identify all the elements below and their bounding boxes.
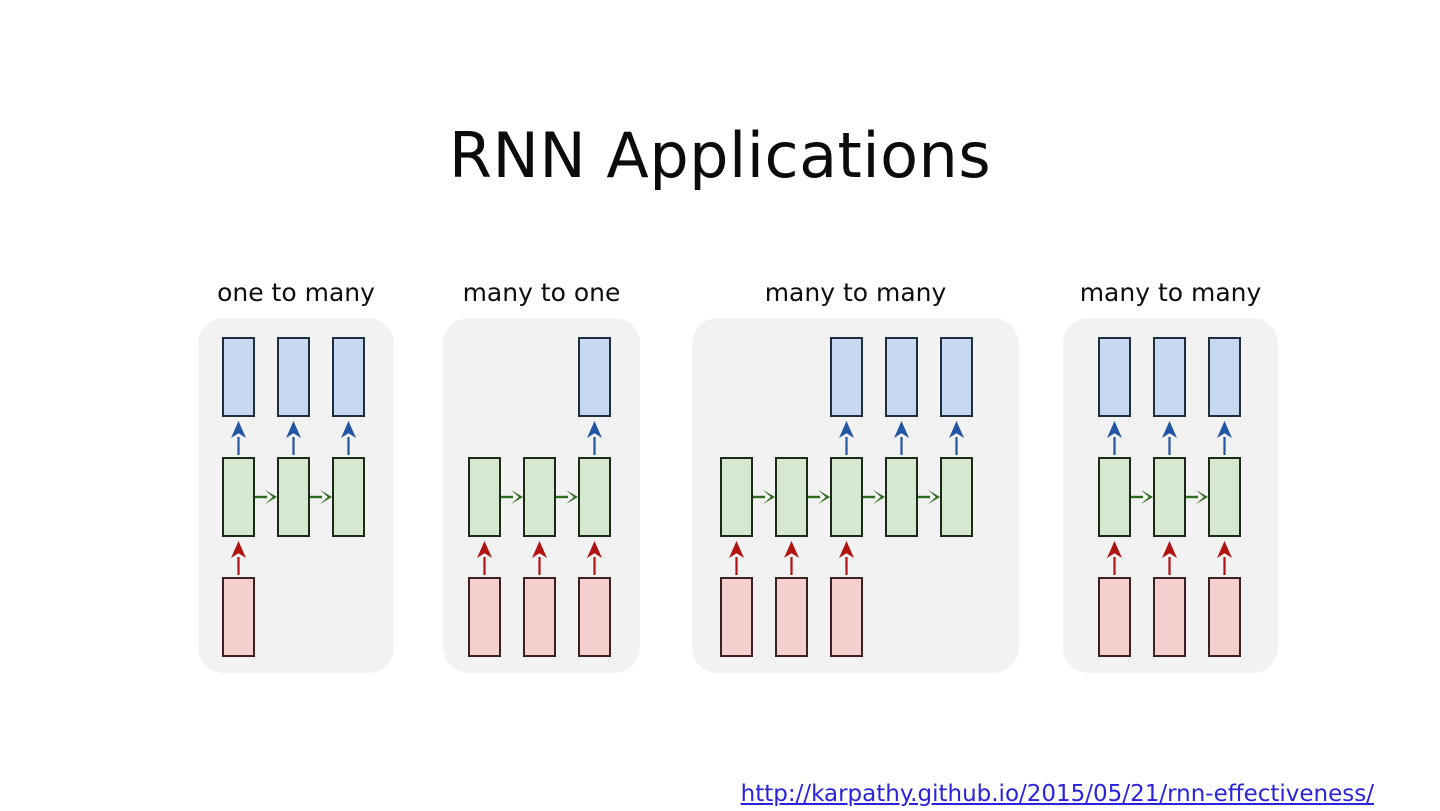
- diagram-label-many-to-many-synced: many to many: [1079, 278, 1262, 307]
- input-cell: [468, 577, 501, 657]
- up-arrow: [231, 541, 246, 575]
- recurrent-arrow: [863, 489, 885, 505]
- hidden-cell: [277, 457, 310, 537]
- recurrent-arrow: [501, 489, 523, 505]
- up-arrow: [286, 421, 301, 455]
- recurrent-arrow: [1186, 489, 1208, 505]
- up-arrow: [1107, 541, 1122, 575]
- diagram-label-many-to-one: many to one: [462, 278, 621, 307]
- up-arrow: [532, 541, 547, 575]
- output-cell: [1153, 337, 1186, 417]
- page-title: RNN Applications: [448, 118, 992, 192]
- hidden-cell: [1153, 457, 1186, 537]
- input-cell: [720, 577, 753, 657]
- recurrent-arrow: [753, 489, 775, 505]
- up-arrow: [231, 421, 246, 455]
- diagram-label-one-to-many: one to many: [217, 278, 375, 307]
- up-arrow: [477, 541, 492, 575]
- recurrent-arrow: [918, 489, 940, 505]
- source-url-link[interactable]: http://karpathy.github.io/2015/05/21/rnn…: [740, 781, 1374, 807]
- up-arrow: [729, 541, 744, 575]
- output-cell: [332, 337, 365, 417]
- output-cell: [940, 337, 973, 417]
- input-cell: [222, 577, 255, 657]
- hidden-cell: [720, 457, 753, 537]
- hidden-cell: [830, 457, 863, 537]
- hidden-cell: [523, 457, 556, 537]
- hidden-cell: [332, 457, 365, 537]
- output-cell: [830, 337, 863, 417]
- output-cell: [885, 337, 918, 417]
- up-arrow: [894, 421, 909, 455]
- up-arrow: [1217, 541, 1232, 575]
- up-arrow: [1107, 421, 1122, 455]
- up-arrow: [1162, 421, 1177, 455]
- input-cell: [775, 577, 808, 657]
- input-cell: [1208, 577, 1241, 657]
- output-cell: [1098, 337, 1131, 417]
- hidden-cell: [578, 457, 611, 537]
- recurrent-arrow: [808, 489, 830, 505]
- hidden-cell: [222, 457, 255, 537]
- hidden-cell: [775, 457, 808, 537]
- up-arrow: [784, 541, 799, 575]
- up-arrow: [587, 541, 602, 575]
- output-cell: [277, 337, 310, 417]
- up-arrow: [1162, 541, 1177, 575]
- input-cell: [578, 577, 611, 657]
- input-cell: [523, 577, 556, 657]
- hidden-cell: [885, 457, 918, 537]
- recurrent-arrow: [556, 489, 578, 505]
- hidden-cell: [1208, 457, 1241, 537]
- recurrent-arrow: [1131, 489, 1153, 505]
- input-cell: [1098, 577, 1131, 657]
- diagram-label-many-to-many-encoder-decoder: many to many: [764, 278, 947, 307]
- recurrent-arrow: [255, 489, 277, 505]
- up-arrow: [839, 421, 854, 455]
- up-arrow: [341, 421, 356, 455]
- output-cell: [222, 337, 255, 417]
- up-arrow: [1217, 421, 1232, 455]
- up-arrow: [839, 541, 854, 575]
- hidden-cell: [1098, 457, 1131, 537]
- output-cell: [1208, 337, 1241, 417]
- input-cell: [830, 577, 863, 657]
- output-cell: [578, 337, 611, 417]
- recurrent-arrow: [310, 489, 332, 505]
- hidden-cell: [468, 457, 501, 537]
- hidden-cell: [940, 457, 973, 537]
- up-arrow: [949, 421, 964, 455]
- input-cell: [1153, 577, 1186, 657]
- up-arrow: [587, 421, 602, 455]
